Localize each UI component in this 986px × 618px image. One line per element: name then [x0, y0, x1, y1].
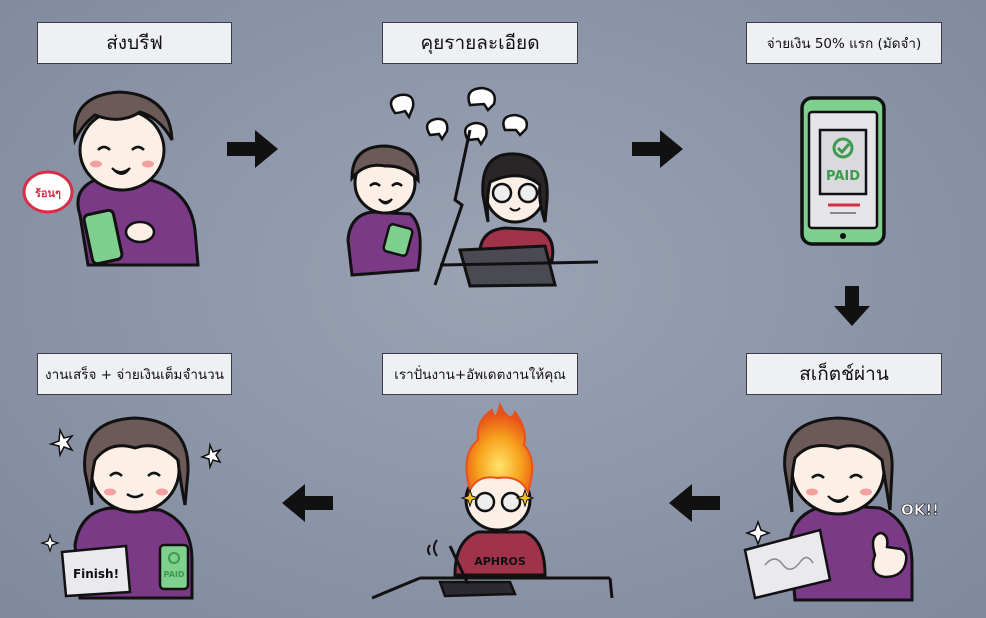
chat-bubble-icon — [502, 113, 529, 137]
ok-text: OK!! — [901, 501, 939, 519]
step-3-label: จ่ายเงิน 50% แรก (มัดจำ) — [746, 22, 942, 64]
thumbs-up-icon — [871, 531, 908, 579]
chat-bubble-icon — [425, 117, 449, 142]
sketch-paper-icon — [743, 528, 832, 600]
sparkle-icon — [48, 427, 75, 458]
sparkle-icon — [199, 442, 223, 470]
arrow-left-icon — [669, 484, 720, 522]
sparkle-icon — [744, 519, 772, 547]
finish-paper-icon — [60, 544, 132, 598]
arrow-right-icon — [227, 130, 278, 168]
step-6-label: งานเสร็จ + จ่ายเงินเต็มจำนวน — [37, 353, 232, 395]
chat-bubble-icon — [389, 93, 415, 120]
check-icon — [168, 552, 180, 564]
sparkle-icon — [460, 488, 480, 508]
step-4-label: สเก็ตช์ผ่าน — [746, 353, 942, 395]
sparkle-icon — [515, 488, 535, 508]
step-2-label: คุยรายละเอียด — [382, 22, 578, 64]
bubble-text: ร้อนๆ — [35, 187, 61, 200]
scene-sketch-approved: OK!! — [743, 416, 939, 602]
scene-discuss — [346, 86, 599, 288]
chat-bubble-icon — [463, 121, 488, 147]
stylus-icon — [448, 545, 470, 585]
scene-deposit-paid: PAID — [800, 96, 886, 246]
step-1-label: ส่งบรีฟ — [37, 22, 232, 64]
finish-text: Finish! — [73, 567, 119, 581]
scene-send-brief: ร้อนๆ — [22, 90, 200, 267]
drawing-tablet-icon — [438, 580, 517, 598]
arrow-down-icon — [834, 286, 870, 326]
mini-phone-text: PAID — [164, 570, 185, 579]
laptop-icon — [458, 244, 557, 288]
arrow-right-icon — [632, 130, 683, 168]
sparkle-icon — [40, 533, 60, 553]
phone-status-text: PAID — [826, 169, 860, 184]
phone-icon — [158, 543, 190, 591]
check-icon — [832, 137, 854, 159]
scene-working: APHROS — [371, 402, 614, 600]
fire-icon — [465, 402, 534, 495]
chat-bubble-icon — [467, 86, 496, 112]
shirt-text: APHROS — [474, 555, 526, 568]
arrow-left-icon — [282, 484, 333, 522]
step-5-label: เราปั่นงาน+อัพเดตงานให้คุณ — [382, 353, 578, 395]
speech-bubble-icon — [22, 170, 74, 214]
scene-finished: Finish! PAID — [40, 416, 223, 600]
